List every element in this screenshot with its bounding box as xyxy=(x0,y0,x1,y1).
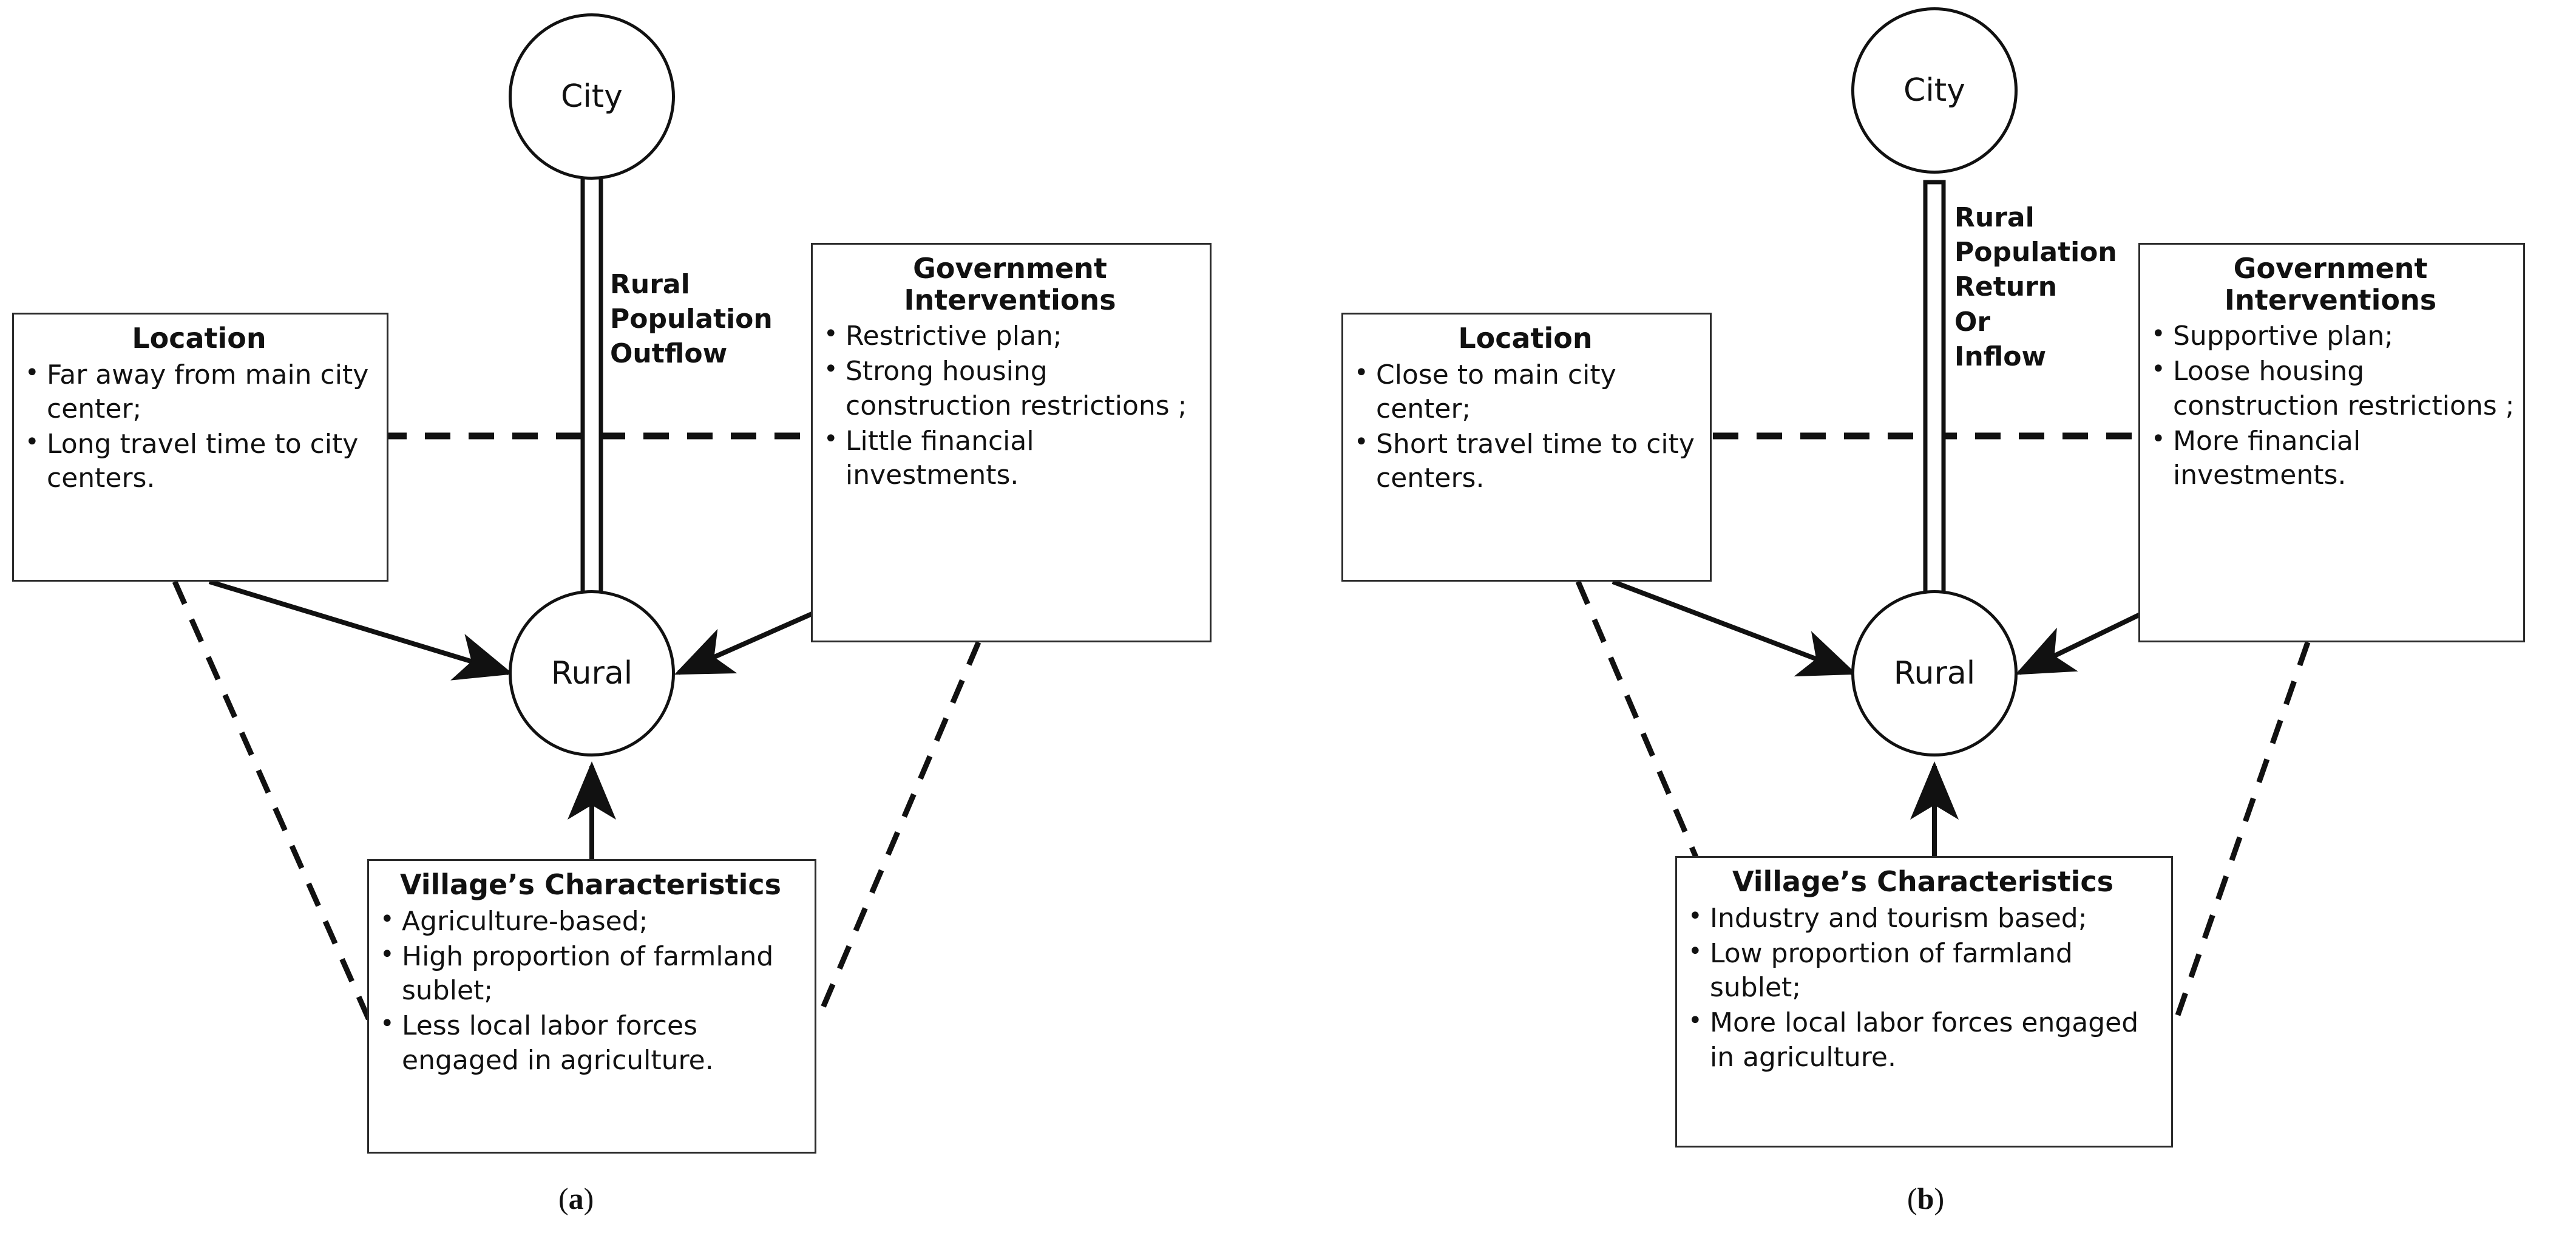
government-box-title: Government Interventions xyxy=(904,252,1116,316)
list-item: Little financial investments. xyxy=(819,423,1201,493)
village-box-a: Village’s Characteristics Agriculture-ba… xyxy=(367,859,816,1154)
location-box-list: Close to main city center; Short travel … xyxy=(1349,357,1701,496)
location-box-b: Location Close to main city center; Shor… xyxy=(1341,313,1712,582)
village-box-list: Agriculture-based; High proportion of fa… xyxy=(375,903,806,1078)
list-item: High proportion of farmland sublet; xyxy=(375,939,806,1008)
list-item: Long travel time to city centers. xyxy=(20,426,378,496)
list-item: Industry and tourism based; xyxy=(1683,900,2163,936)
flow-label-a: Rural Population Outflow xyxy=(610,269,773,370)
government-box-b: Government Interventions Supportive plan… xyxy=(2138,243,2525,642)
government-to-rural-arrow xyxy=(2015,611,2144,675)
location-to-village-dashed xyxy=(172,580,372,1021)
city-node-label: City xyxy=(1903,72,1965,109)
government-to-village-dashed xyxy=(2175,641,2311,1016)
government-box-a: Government Interventions Restrictive pla… xyxy=(811,243,1212,642)
panel-caption-letter: a xyxy=(568,1182,584,1216)
city-node-a: City xyxy=(509,13,675,180)
government-to-rural-arrow xyxy=(674,611,815,675)
list-item: Short travel time to city centers. xyxy=(1349,426,1701,496)
location-box-list: Far away from main city center; Long tra… xyxy=(20,357,378,496)
list-item: Restrictive plan; xyxy=(819,318,1201,353)
list-item: Agriculture-based; xyxy=(375,903,806,939)
rural-node-label: Rural xyxy=(1893,655,1976,692)
village-box-title: Village’s Characteristics xyxy=(399,868,782,901)
list-item: Strong housing construction restrictions… xyxy=(819,353,1201,423)
village-box-list: Industry and tourism based; Low proporti… xyxy=(1683,900,2163,1075)
list-item: Low proportion of farmland sublet; xyxy=(1683,936,2163,1005)
government-box-list: Restrictive plan; Strong housing constru… xyxy=(819,318,1201,493)
village-box-title: Village’s Characteristics xyxy=(1732,865,2114,898)
list-item: Far away from main city center; xyxy=(20,357,378,427)
city-node-b: City xyxy=(1851,7,2018,174)
location-box-title: Location xyxy=(132,322,266,355)
list-item: Supportive plan; xyxy=(2146,318,2515,353)
list-item: Less local labor forces engaged in agric… xyxy=(375,1008,806,1078)
panel-caption-b: (b) xyxy=(1907,1182,1945,1216)
rural-node-label: Rural xyxy=(551,655,633,692)
location-box-title: Location xyxy=(1458,322,1593,355)
location-to-rural-arrow xyxy=(1612,579,1857,677)
location-to-rural-arrow xyxy=(208,579,514,681)
list-item: More local labor forces engaged in agric… xyxy=(1683,1005,2163,1075)
village-box-b: Village’s Characteristics Industry and t… xyxy=(1675,856,2173,1148)
city-node-label: City xyxy=(561,78,623,115)
list-item: Loose housing construction restrictions … xyxy=(2146,353,2515,423)
rural-node-a: Rural xyxy=(509,590,675,756)
flow-label-b: Rural Population Return Or Inflow xyxy=(1954,202,2117,372)
location-box-a: Location Far away from main city center;… xyxy=(12,313,388,582)
rural-node-b: Rural xyxy=(1851,590,2018,756)
list-item: Close to main city center; xyxy=(1349,357,1701,427)
list-item: More financial investments. xyxy=(2146,423,2515,493)
panel-b: City Rural Rural Population Return Or In… xyxy=(1288,0,2576,1241)
government-box-list: Supportive plan; Loose housing construct… xyxy=(2146,318,2515,493)
panel-a: City Rural Rural Population Outflow Loca… xyxy=(0,0,1288,1241)
government-to-village-dashed xyxy=(815,641,981,1020)
panel-caption-letter: b xyxy=(1917,1182,1934,1216)
panel-caption-a: (a) xyxy=(558,1182,594,1216)
government-box-title: Government Interventions xyxy=(2224,252,2437,316)
